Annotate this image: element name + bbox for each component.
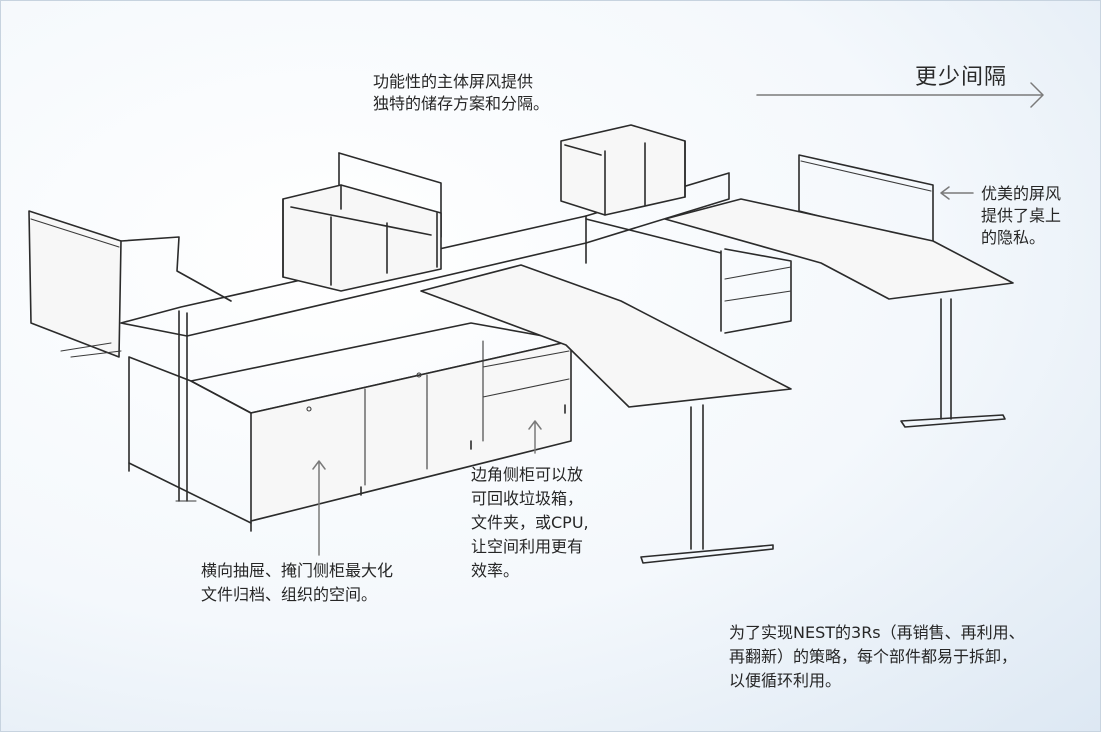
corner-cabinet-arrow bbox=[528, 420, 542, 454]
corner-cabinet-annotation: 边角侧柜可以放 可回收垃圾箱， 文件夹，或CPU, 让空间利用更有 效率。 bbox=[471, 465, 589, 580]
upper-shelf-right bbox=[560, 124, 686, 216]
right-desk bbox=[420, 218, 792, 564]
left-end-screen bbox=[28, 210, 232, 358]
sustainability-annotation: 为了实现NEST的3Rs（再销售、再利用、 再翻新）的策略，每个部件都易于拆卸，… bbox=[729, 623, 1025, 690]
screen-annotation: 功能性的主体屏风提供 独特的储存方案和分隔。 bbox=[373, 72, 550, 113]
upper-shelf-left bbox=[282, 184, 442, 292]
far-right-desk bbox=[664, 154, 1014, 428]
lateral-storage-arrow bbox=[312, 460, 326, 556]
fewer-barriers-heading: 更少间隔 bbox=[915, 65, 1008, 90]
privacy-arrow bbox=[940, 186, 974, 200]
fewer-barriers-arrow bbox=[756, 82, 1044, 108]
privacy-annotation: 优美的屏风 提供了桌上 的隐私。 bbox=[981, 184, 1062, 247]
lateral-storage-annotation: 横向抽屉、掩门侧柜最大化 文件归档、组织的空间。 bbox=[201, 561, 394, 604]
annotation-arrows bbox=[312, 82, 1044, 556]
